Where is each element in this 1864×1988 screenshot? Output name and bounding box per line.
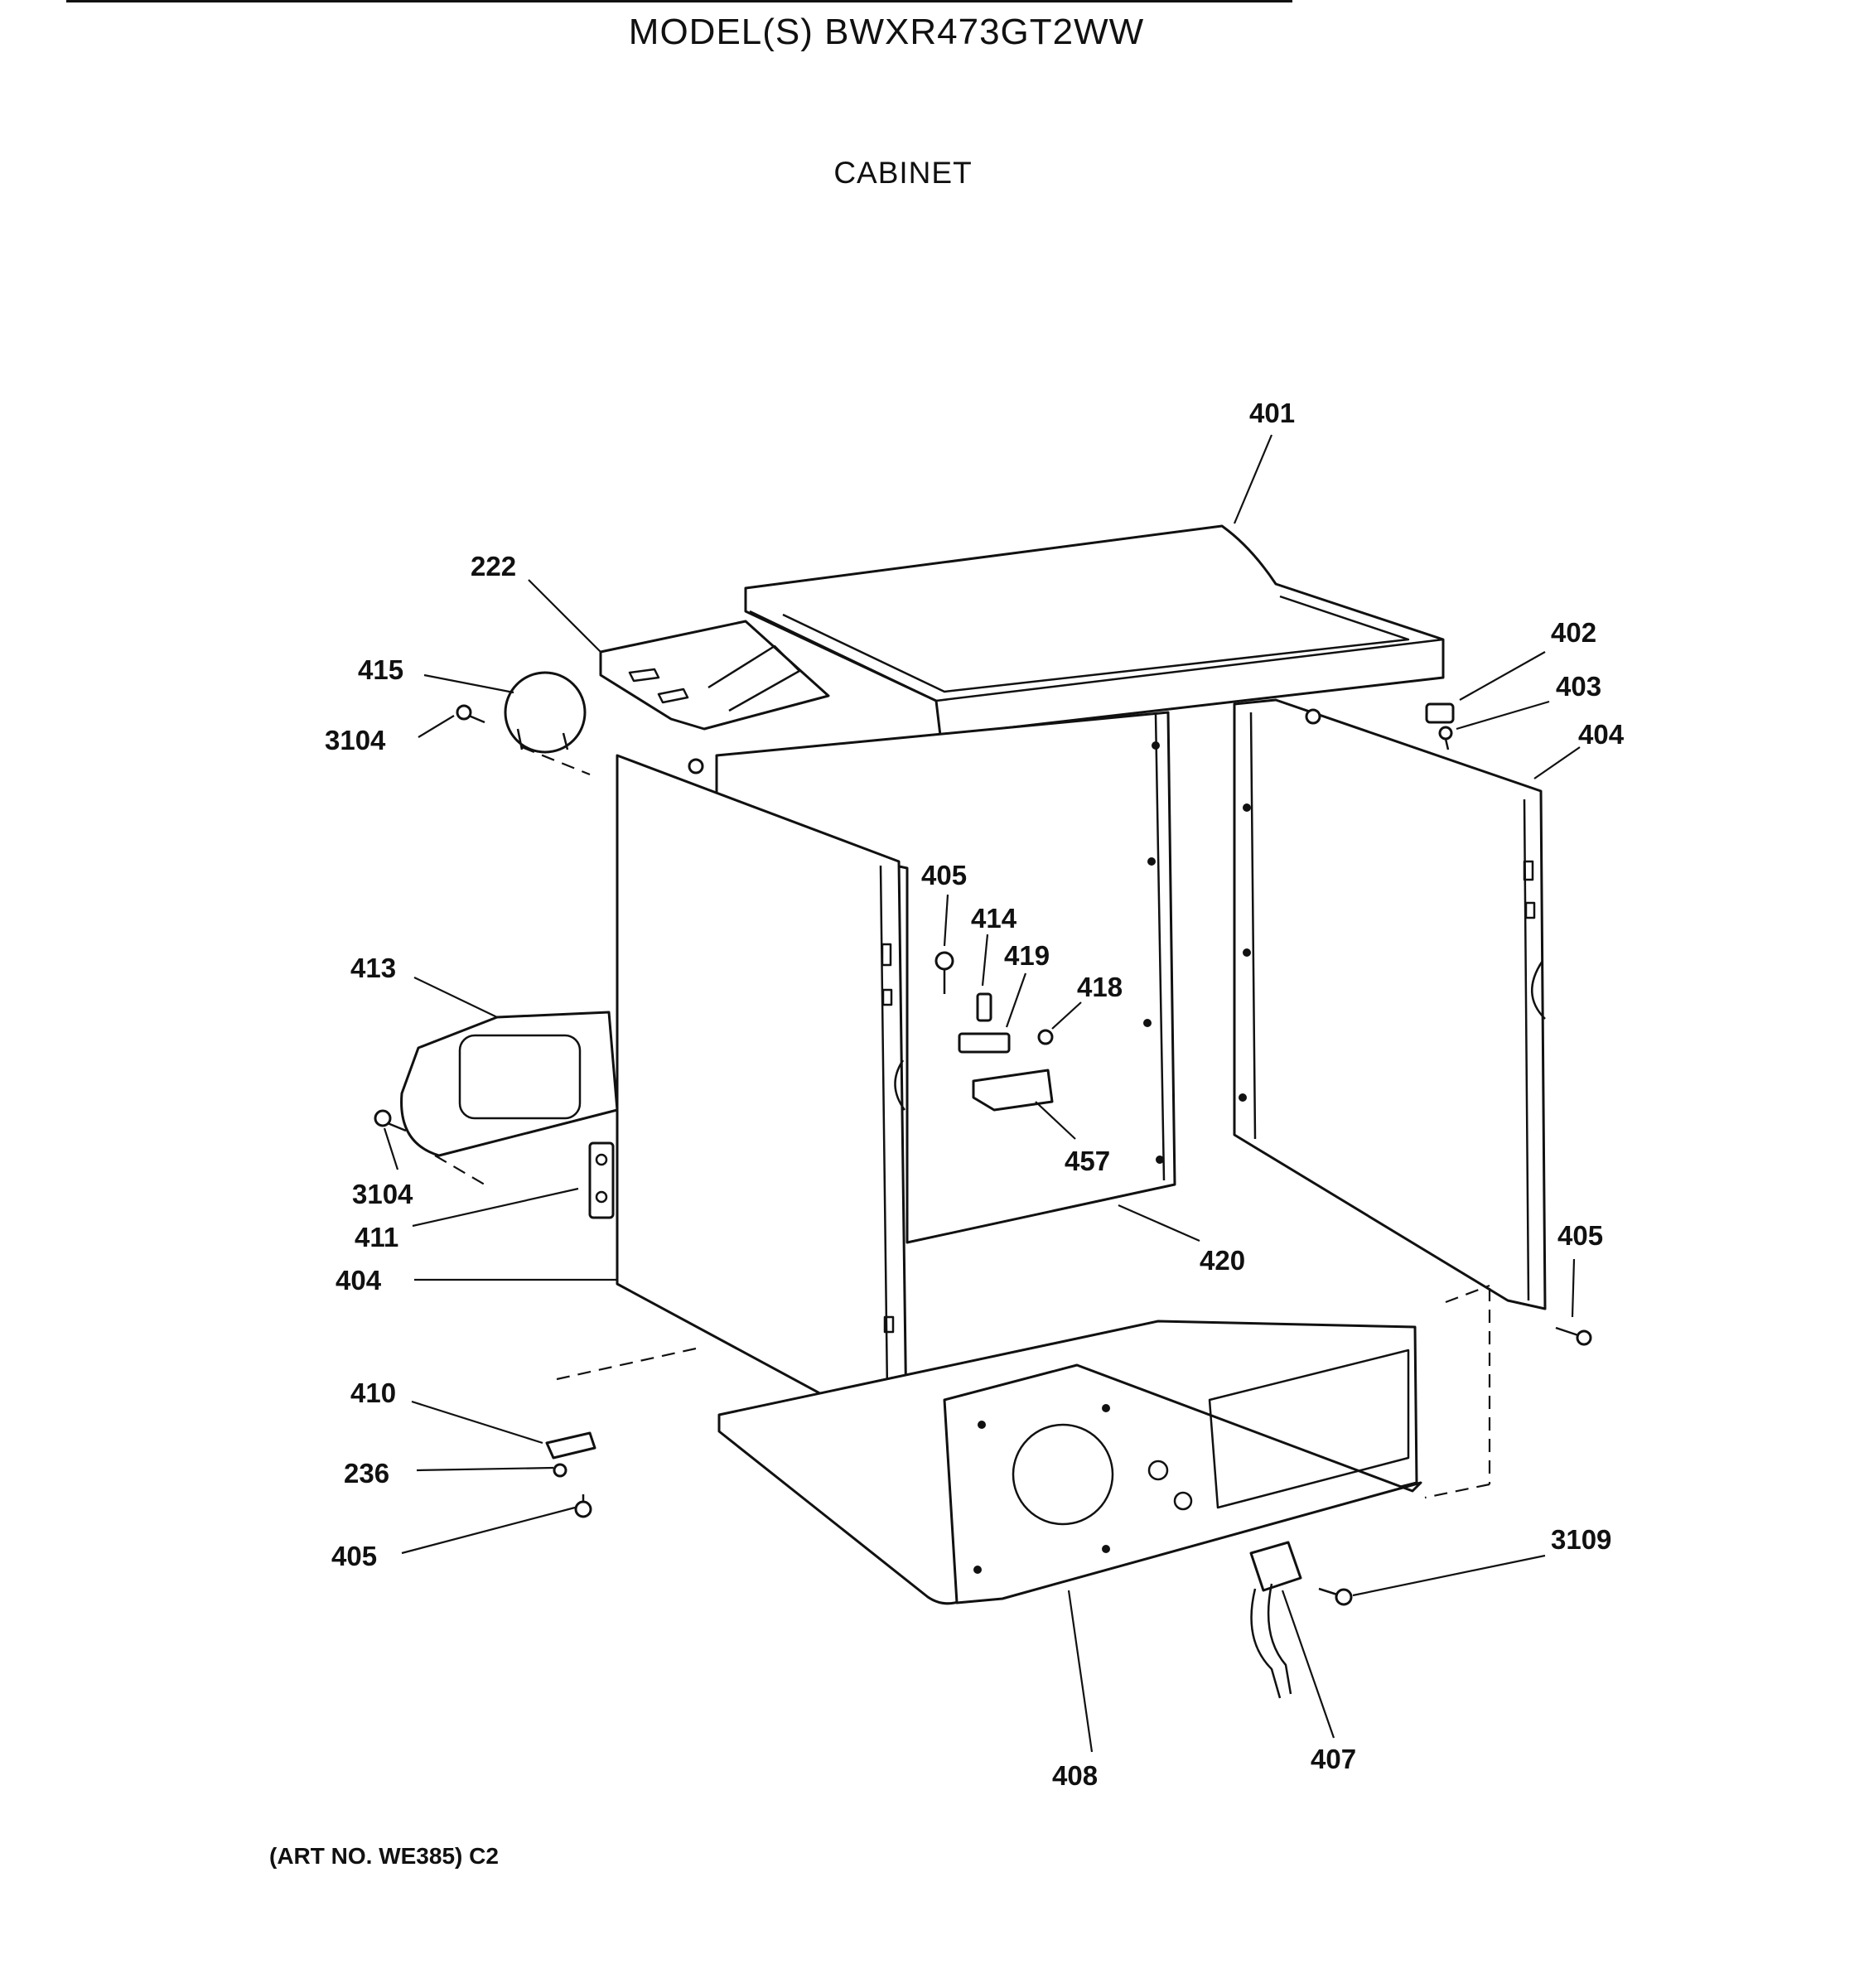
- callout-408: 408: [1052, 1760, 1098, 1791]
- callout-414: 414: [971, 903, 1017, 934]
- model-title: MODEL(S) BWXR473GT2WW: [628, 12, 1145, 52]
- nut-418-part: [1037, 1029, 1054, 1045]
- top-rule: [66, 0, 1292, 2]
- callout-236: 236: [344, 1458, 389, 1489]
- terminal-block-407-part: [1249, 1541, 1302, 1699]
- callout-457: 457: [1065, 1146, 1110, 1176]
- callout-419: 419: [1004, 940, 1050, 971]
- screw-403-part: [1438, 726, 1453, 750]
- callout-3104-left: 3104: [352, 1179, 413, 1209]
- callout-405-right: 405: [1557, 1220, 1603, 1251]
- callout-404-right: 404: [1578, 719, 1625, 750]
- callout-labels: 401 222 415 3104 402 403 404 405 414 419…: [325, 398, 1625, 1791]
- base-front-panel-part: [717, 1320, 1422, 1605]
- callout-403: 403: [1556, 671, 1601, 702]
- art-number: (ART NO. WE385) C2: [269, 1843, 499, 1869]
- callout-402: 402: [1551, 617, 1596, 648]
- rear-top-bracket-part: [599, 620, 830, 731]
- callout-410: 410: [350, 1378, 396, 1408]
- callout-401: 401: [1249, 398, 1295, 428]
- callout-3109: 3109: [1551, 1524, 1611, 1555]
- section-title: CABINET: [833, 156, 973, 190]
- washer-236-part: [553, 1463, 567, 1478]
- callout-407: 407: [1311, 1744, 1356, 1774]
- leveling-bracket-410-part: [545, 1431, 596, 1460]
- callout-411: 411: [355, 1222, 398, 1252]
- callout-405-bottom: 405: [331, 1541, 377, 1571]
- duct-cover-part: [504, 671, 587, 754]
- screw-405-mid-part: [934, 951, 954, 994]
- clip-414-part: [976, 992, 992, 1022]
- leader-lines: [383, 434, 1581, 1753]
- mounting-bracket-457-part: [972, 1069, 1054, 1112]
- screw-3104-top-part: [456, 704, 485, 724]
- screw-405-right-part: [1555, 1326, 1592, 1346]
- callout-405-mid: 405: [921, 860, 967, 890]
- assembly-dashed-lines: [434, 746, 1491, 1499]
- right-side-panel-part: [1233, 698, 1547, 1310]
- front-bracket-part: [400, 1011, 619, 1157]
- callout-413: 413: [350, 953, 396, 983]
- callout-404-left: 404: [336, 1265, 382, 1296]
- callout-3104-top: 3104: [325, 725, 386, 755]
- bracket-419-part: [958, 1032, 1011, 1054]
- callout-418: 418: [1077, 972, 1123, 1002]
- top-panel-part: [744, 524, 1445, 737]
- screw-405-bottom-part: [574, 1494, 592, 1518]
- screw-3104-left-part: [374, 1109, 407, 1132]
- latch-411-part: [588, 1141, 615, 1219]
- callout-222: 222: [471, 551, 516, 581]
- top-clip-part: [1425, 702, 1455, 724]
- callout-415: 415: [358, 654, 403, 685]
- left-side-panel-part: [616, 754, 909, 1484]
- callout-420: 420: [1200, 1245, 1245, 1276]
- screw-3109-part: [1318, 1587, 1353, 1606]
